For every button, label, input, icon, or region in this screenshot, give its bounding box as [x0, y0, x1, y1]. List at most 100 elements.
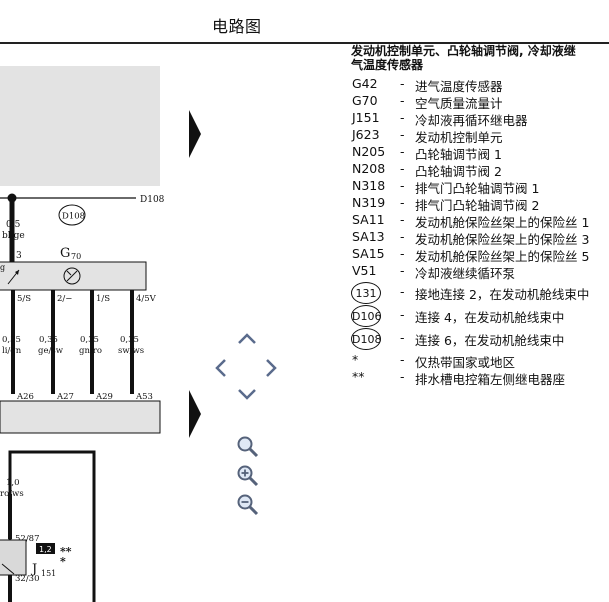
- zoom-in-icon[interactable]: [236, 464, 260, 488]
- legend-code: **: [352, 369, 365, 384]
- diagram-canvas: D108 0,5 bl/ge D108 3 G 70 g 5/S 2/− 1/S…: [0, 66, 165, 602]
- wire-color: sw/ws: [118, 346, 144, 356]
- legend-heading-cont: 气温度传感器: [351, 58, 424, 72]
- d108-circle-label: D108: [62, 212, 85, 222]
- page-title: 电路图: [212, 17, 262, 36]
- connector-label: A53: [135, 392, 153, 402]
- j151-fuse: 1,2: [39, 545, 52, 554]
- j151-pin-top: 52/87: [15, 534, 40, 544]
- j151-stars: **: [60, 545, 72, 558]
- legend-code: SA11: [352, 212, 385, 227]
- zoom-fit-icon[interactable]: [236, 435, 260, 459]
- wire-color: ge/sw: [38, 346, 64, 356]
- legend-desc: 连接 4，在发动机舱线束中: [415, 310, 565, 325]
- wire-size: 0,35: [2, 335, 21, 345]
- arrow-right-icon[interactable]: [265, 357, 279, 379]
- legend-code: V51: [352, 263, 377, 278]
- lower-wire-size: 1,0: [6, 478, 20, 488]
- d108-label: D108: [140, 195, 165, 205]
- pin-label: 4/5V: [136, 294, 157, 304]
- legend-dash: -: [400, 229, 405, 244]
- navigation-controls: [210, 326, 286, 536]
- header: 电路图: [0, 0, 609, 44]
- legend-code: *: [352, 352, 359, 367]
- wire-size-top: 0,5: [6, 220, 21, 230]
- pin-label: 2/−: [57, 294, 72, 304]
- connector-label: A27: [56, 392, 74, 402]
- wire-size: 0,35: [120, 335, 139, 345]
- legend-desc: 排气门凸轮轴调节阀 1: [415, 181, 540, 196]
- legend-code: SA13: [352, 229, 385, 244]
- legend-desc: 仅热带国家或地区: [415, 355, 516, 370]
- wire-size: 0,35: [39, 335, 58, 345]
- legend-desc: 发动机控制单元: [415, 130, 503, 145]
- zoom-out-icon[interactable]: [236, 493, 260, 517]
- legend-dash: -: [400, 212, 405, 227]
- connection-symbol: D106: [351, 305, 381, 327]
- j151-star: *: [60, 555, 66, 568]
- connector-label: A29: [95, 392, 113, 402]
- legend-code: SA15: [352, 246, 385, 261]
- legend-desc: 冷却液继续循环泵: [415, 266, 516, 281]
- arrow-down-icon[interactable]: [236, 388, 258, 402]
- legend-dash: -: [400, 330, 405, 345]
- legend-dash: -: [400, 93, 405, 108]
- legend-dash: -: [400, 369, 405, 384]
- legend-dash: -: [400, 127, 405, 142]
- j151-relay: [0, 539, 27, 576]
- j151-sub: 151: [41, 569, 56, 578]
- legend-dash: -: [400, 110, 405, 125]
- legend-heading: 发动机控制单元、凸轮轴调节阀, 冷却液继: [351, 44, 576, 58]
- legend-dash: -: [400, 307, 405, 322]
- legend-code: N318: [352, 178, 386, 193]
- arrow-up-icon[interactable]: [236, 331, 258, 345]
- connector-block: [0, 400, 161, 434]
- legend-code: N208: [352, 161, 386, 176]
- legend-desc: 冷却液再循环继电器: [415, 113, 528, 128]
- legend-code: J151: [352, 110, 380, 125]
- j151-pin-bottom: 32/30: [15, 574, 40, 584]
- g70-letter: G: [60, 246, 70, 261]
- wire-color: gn/ro: [79, 346, 102, 356]
- next-page-icon[interactable]: [189, 110, 201, 158]
- legend-desc: 发动机舱保险丝架上的保险丝 5: [415, 249, 590, 264]
- legend-desc: 进气温度传感器: [415, 79, 503, 94]
- legend-dash: -: [400, 76, 405, 91]
- legend-desc: 排气门凸轮轴调节阀 2: [415, 198, 540, 213]
- legend-code: G70: [352, 93, 378, 108]
- legend-dash: -: [400, 161, 405, 176]
- control-unit-block: [0, 66, 160, 186]
- legend-desc: 空气质量流量计: [415, 96, 503, 111]
- legend-panel: 发动机控制单元、凸轮轴调节阀, 冷却液继 气温度传感器 G42 - 进气温度传感…: [351, 44, 609, 444]
- legend-desc: 连接 6，在发动机舱线束中: [415, 333, 565, 348]
- legend-desc: 凸轮轴调节阀 1: [415, 147, 502, 162]
- legend-desc: 凸轮轴调节阀 2: [415, 164, 502, 179]
- wiring-diagram[interactable]: D108 0,5 bl/ge D108 3 G 70 g 5/S 2/− 1/S…: [0, 44, 200, 602]
- legend-dash: -: [400, 144, 405, 159]
- svg-text:g: g: [0, 263, 5, 272]
- legend-code: N205: [352, 144, 386, 159]
- legend-dash: -: [400, 284, 405, 299]
- pin-label: 5/S: [17, 294, 31, 304]
- next-page-icon[interactable]: [189, 390, 201, 438]
- j151-letter: J: [30, 562, 37, 577]
- connection-symbol: D108: [351, 328, 381, 350]
- legend-dash: -: [400, 352, 405, 367]
- legend-desc: 排水槽电控箱左侧继电器座: [415, 372, 566, 387]
- ground-connection-symbol: 131: [351, 282, 381, 304]
- legend-dash: -: [400, 263, 405, 278]
- wire-size: 0,35: [80, 335, 99, 345]
- legend-dash: -: [400, 178, 405, 193]
- wire-color: li/gn: [2, 346, 22, 356]
- legend-desc: 发动机舱保险丝架上的保险丝 1: [415, 215, 590, 230]
- header-divider: [0, 42, 609, 44]
- legend-desc: 接地连接 2，在发动机舱线束中: [415, 287, 590, 302]
- connector-label: A26: [16, 392, 34, 402]
- pin-3: 3: [16, 251, 22, 261]
- legend-code: G42: [352, 76, 378, 91]
- g70-sub: 70: [71, 252, 81, 261]
- arrow-left-icon[interactable]: [213, 357, 227, 379]
- legend-dash: -: [400, 195, 405, 210]
- legend-code: N319: [352, 195, 386, 210]
- legend-desc: 发动机舱保险丝架上的保险丝 3: [415, 232, 590, 247]
